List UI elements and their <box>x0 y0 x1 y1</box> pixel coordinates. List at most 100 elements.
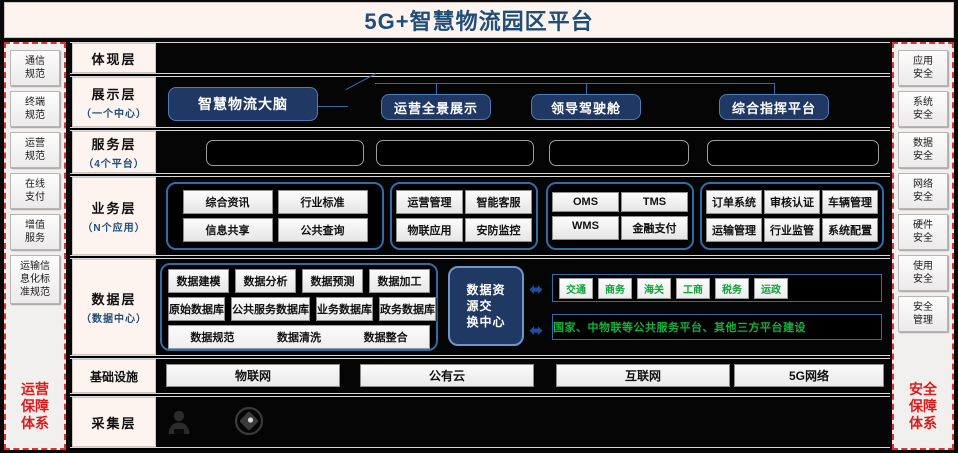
data-chip-r1-2[interactable]: 数据预测 <box>302 269 363 293</box>
left-rail-item-1[interactable]: 终端规范 <box>10 91 60 127</box>
user-icon <box>165 408 193 436</box>
row-collection-band <box>70 396 890 448</box>
right-rail-item-2[interactable]: 数据安全 <box>898 132 948 168</box>
gov-tag-2[interactable]: 海关 <box>637 277 671 299</box>
page-title: 5G+智慧物流园区平台 <box>364 9 594 34</box>
connector-drop-node3 <box>774 83 775 95</box>
infrastructure-chip-2[interactable]: 互联网 <box>556 364 730 387</box>
business-group-0-row-0: 综合资讯 行业标准 <box>175 190 375 214</box>
right-rail-item-1[interactable]: 系统安全 <box>898 91 948 127</box>
business-group-2: OMS TMS WMS 金融支付 <box>546 182 694 250</box>
business-group-0: 综合资讯 行业标准 信息共享 公共查询 <box>166 182 384 250</box>
business-chip-2-1-0[interactable]: WMS <box>552 216 619 240</box>
infrastructure-chip-3[interactable]: 5G网络 <box>734 364 884 387</box>
right-rail-item-6[interactable]: 安全管理 <box>898 296 948 332</box>
layer-label-presentation-text: 体现层 <box>91 51 137 67</box>
layer-label-display: 展示层 （一个中心） <box>72 77 156 127</box>
business-group-2-row-1: WMS 金融支付 <box>552 216 688 240</box>
external-platform-bar: 国家、中物联等公共服务平台、其他三方平台建设 <box>552 314 882 340</box>
data-row-databases: 原始数据库 公共服务数据库 业务数据库 政务数据库 <box>168 297 436 321</box>
data-exchange-center[interactable]: 数据资源交换中心 <box>448 266 524 346</box>
business-chip-0-1-0[interactable]: 信息共享 <box>182 218 273 242</box>
display-node-0[interactable]: 运营全景展示 <box>381 94 491 120</box>
business-chip-1-1-0[interactable]: 物联应用 <box>396 218 463 242</box>
service-platform-0[interactable] <box>206 140 364 166</box>
gov-tag-4[interactable]: 税务 <box>715 277 749 299</box>
gov-tag-1[interactable]: 商务 <box>598 277 632 299</box>
service-platform-3[interactable] <box>707 140 879 166</box>
left-rail-item-0[interactable]: 通信规范 <box>10 50 60 86</box>
data-chip-r1-3[interactable]: 数据加工 <box>369 269 430 293</box>
layer-label-data-sub: （数据中心） <box>81 314 147 325</box>
business-chip-0-0-1[interactable]: 行业标准 <box>277 190 368 214</box>
layer-label-collection: 采集层 <box>72 397 156 447</box>
business-group-3-row-1: 运输管理 行业监管 系统配置 <box>706 218 878 242</box>
left-rail-item-4[interactable]: 增值服务 <box>10 214 60 250</box>
connector-drop-node1 <box>436 83 437 95</box>
connector-drop-node2 <box>586 83 587 95</box>
business-chip-1-1-1[interactable]: 安防监控 <box>465 218 532 242</box>
data-chip-r3-1[interactable]: 数据清洗 <box>277 332 321 344</box>
architecture-panel: 体现层 展示层 （一个中心） 智慧物流大脑 运营全景展示 领导驾驶舱 综合指挥平… <box>70 42 890 450</box>
exchange-arrow-top-icon: ⬌ <box>529 280 544 299</box>
data-chip-r2-3[interactable]: 政务数据库 <box>379 297 436 321</box>
right-rail-item-5[interactable]: 使用安全 <box>898 255 948 291</box>
business-chip-3-0-0[interactable]: 订单系统 <box>706 190 762 214</box>
left-rail-item-3[interactable]: 在线支付 <box>10 173 60 209</box>
display-node-2[interactable]: 综合指挥平台 <box>719 94 829 120</box>
connector-trunk-horizontal <box>375 83 775 84</box>
service-platform-1[interactable] <box>376 140 534 166</box>
business-chip-0-1-1[interactable]: 公共查询 <box>277 218 368 242</box>
gov-tag-0[interactable]: 交通 <box>559 277 593 299</box>
layer-label-business-text: 业务层 <box>91 201 137 216</box>
layer-label-data: 数据层 （数据中心） <box>72 259 156 355</box>
business-group-1-row-0: 运营管理 智能客服 <box>396 190 532 214</box>
exchange-arrow-bottom-icon: ⬌ <box>529 321 544 340</box>
data-chip-r1-1[interactable]: 数据分析 <box>235 269 296 293</box>
data-chip-r1-0[interactable]: 数据建模 <box>168 269 229 293</box>
layer-label-collection-text: 采集层 <box>91 415 137 431</box>
data-processing-group: 数据建模 数据分析 数据预测 数据加工 原始数据库 公共服务数据库 业务数据库 … <box>160 263 438 351</box>
data-chip-r2-1[interactable]: 公共服务数据库 <box>231 297 310 321</box>
data-chip-r2-0[interactable]: 原始数据库 <box>168 297 225 321</box>
gov-tag-5[interactable]: 运政 <box>754 277 788 299</box>
business-group-3-row-0: 订单系统 审核认证 车辆管理 <box>706 190 878 214</box>
business-chip-3-0-2[interactable]: 车辆管理 <box>822 190 878 214</box>
data-chip-r3-2[interactable]: 数据整合 <box>363 332 408 344</box>
layer-label-business: 业务层 （N个应用） <box>72 177 156 255</box>
business-group-0-row-1: 信息共享 公共查询 <box>175 218 375 242</box>
service-platform-2[interactable] <box>549 140 689 166</box>
data-chip-r3-0[interactable]: 数据规范 <box>190 332 235 344</box>
page-title-bar: 5G+智慧物流园区平台 <box>4 2 954 38</box>
data-chip-r2-2[interactable]: 业务数据库 <box>316 297 373 321</box>
business-chip-0-0-0[interactable]: 综合资讯 <box>182 190 273 214</box>
business-group-2-row-0: OMS TMS <box>552 192 688 212</box>
display-node-1[interactable]: 领导驾驶舱 <box>531 94 641 120</box>
external-platform-text: 国家、中物联等公共服务平台、其他三方平台建设 <box>553 322 806 334</box>
business-chip-3-1-1[interactable]: 行业监管 <box>764 218 820 242</box>
infrastructure-chip-0[interactable]: 物联网 <box>166 364 340 387</box>
display-hub-box[interactable]: 智慧物流大脑 <box>168 87 318 121</box>
business-chip-2-1-1[interactable]: 金融支付 <box>621 216 688 240</box>
business-chip-3-0-1[interactable]: 审核认证 <box>764 190 820 214</box>
right-rail-item-3[interactable]: 网络安全 <box>898 173 948 209</box>
left-rail-item-5[interactable]: 运输信息化标准规范 <box>10 255 60 304</box>
layer-label-presentation: 体现层 <box>72 43 156 73</box>
layer-label-business-sub: （N个应用） <box>82 223 146 234</box>
data-row-modeling: 数据建模 数据分析 数据预测 数据加工 <box>168 269 430 293</box>
infrastructure-chip-1[interactable]: 公有云 <box>360 364 534 387</box>
business-group-3: 订单系统 审核认证 车辆管理 运输管理 行业监管 系统配置 <box>700 182 884 250</box>
right-rail-item-0[interactable]: 应用安全 <box>898 50 948 86</box>
gov-tag-3[interactable]: 工商 <box>676 277 710 299</box>
business-chip-1-0-1[interactable]: 智能客服 <box>465 190 532 214</box>
data-row-governance: 数据规范 数据清洗 数据整合 <box>168 325 430 349</box>
layer-label-infrastructure-text: 基础设施 <box>89 369 138 384</box>
left-rail-item-2[interactable]: 运营规范 <box>10 132 60 168</box>
business-chip-2-0-0[interactable]: OMS <box>552 192 619 212</box>
business-chip-3-1-0[interactable]: 运输管理 <box>706 218 762 242</box>
right-rail-item-4[interactable]: 硬件安全 <box>898 214 948 250</box>
business-chip-3-1-2[interactable]: 系统配置 <box>822 218 878 242</box>
business-chip-2-0-1[interactable]: TMS <box>621 192 688 212</box>
business-chip-1-0-0[interactable]: 运营管理 <box>396 190 463 214</box>
